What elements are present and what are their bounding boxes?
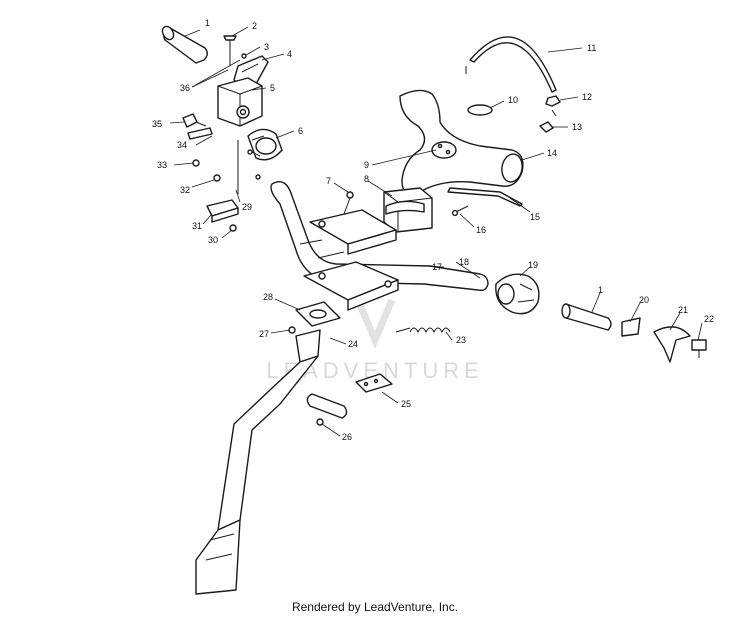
- lower-clamp-block: [303, 261, 399, 311]
- callout-18: 18: [459, 257, 469, 267]
- callout-labels: 1 2 3 4 36 5 35 34 6 33 32 29 31 30 7 8 …: [152, 18, 714, 442]
- callout-22: 22: [704, 314, 714, 324]
- callout-28: 28: [263, 292, 273, 302]
- callout-2: 2: [252, 21, 257, 31]
- callout-26: 26: [342, 432, 352, 442]
- bolt-part-7: [343, 191, 354, 215]
- callout-15: 15: [530, 212, 540, 222]
- leader-lines: [169, 26, 703, 437]
- callout-30: 30: [208, 235, 218, 245]
- callout-10: 10: [508, 95, 518, 105]
- callout-1-right: 1: [598, 285, 603, 295]
- callout-8: 8: [364, 174, 369, 184]
- callout-33: 33: [157, 160, 167, 170]
- spring-part-23: [395, 327, 451, 334]
- deflector-part-11: [465, 36, 557, 93]
- bolt-part-16: [451, 205, 469, 217]
- bracket-part-25: [355, 373, 393, 393]
- grip-part-1: [161, 25, 208, 64]
- callout-1: 1: [205, 18, 210, 28]
- callout-9: 9: [364, 160, 369, 170]
- handlebar-pad-part-14: [399, 89, 524, 195]
- footer-credit: Rendered by LeadVenture, Inc.: [291, 600, 459, 614]
- bar-end-part-21: [653, 326, 691, 363]
- bushing-part-26: [306, 393, 348, 426]
- callout-11: 11: [587, 43, 596, 53]
- screw-part-2: [223, 35, 237, 66]
- control-assembly-part-19: [495, 273, 540, 315]
- throttle-housing-part-5: [217, 77, 263, 127]
- end-cap-part-20: [621, 317, 641, 337]
- handlebar-part-17: [270, 181, 489, 292]
- throttle-cover-part-6: [247, 128, 283, 161]
- callout-6: 6: [298, 126, 303, 136]
- pad-washer-part-10: [467, 104, 493, 116]
- callout-24: 24: [348, 339, 358, 349]
- callout-7: 7: [326, 176, 331, 186]
- callout-3: 3: [264, 42, 269, 52]
- callout-5: 5: [270, 83, 275, 93]
- mount-block-part-31: [206, 199, 239, 232]
- callout-4: 4: [287, 49, 292, 59]
- callout-17: 17: [432, 262, 442, 272]
- callout-16: 16: [476, 225, 486, 235]
- small-parts-left: [182, 53, 261, 194]
- callout-35: 35: [152, 119, 162, 129]
- steering-plate-part-28: [295, 301, 341, 327]
- callout-14: 14: [547, 148, 557, 158]
- callout-36: 36: [180, 83, 190, 93]
- callout-21: 21: [678, 305, 688, 315]
- callout-12: 12: [582, 92, 592, 102]
- callout-19: 19: [528, 260, 538, 270]
- clamp-part-8: [383, 187, 433, 233]
- callout-34: 34: [177, 140, 187, 150]
- screw-part-22: [691, 339, 707, 358]
- callout-29: 29: [242, 202, 252, 212]
- callout-32: 32: [180, 185, 190, 195]
- callout-27: 27: [259, 329, 269, 339]
- nuts-part-12-13: [539, 95, 561, 133]
- callout-23: 23: [456, 335, 466, 345]
- steering-post: [195, 329, 321, 595]
- callout-13: 13: [572, 122, 582, 132]
- callout-25: 25: [401, 399, 411, 409]
- callout-31: 31: [192, 221, 202, 231]
- grip-part-1-right: [561, 303, 612, 331]
- strap-part-15: [447, 187, 523, 207]
- upper-clamp-block: [309, 209, 397, 255]
- callout-20: 20: [639, 295, 649, 305]
